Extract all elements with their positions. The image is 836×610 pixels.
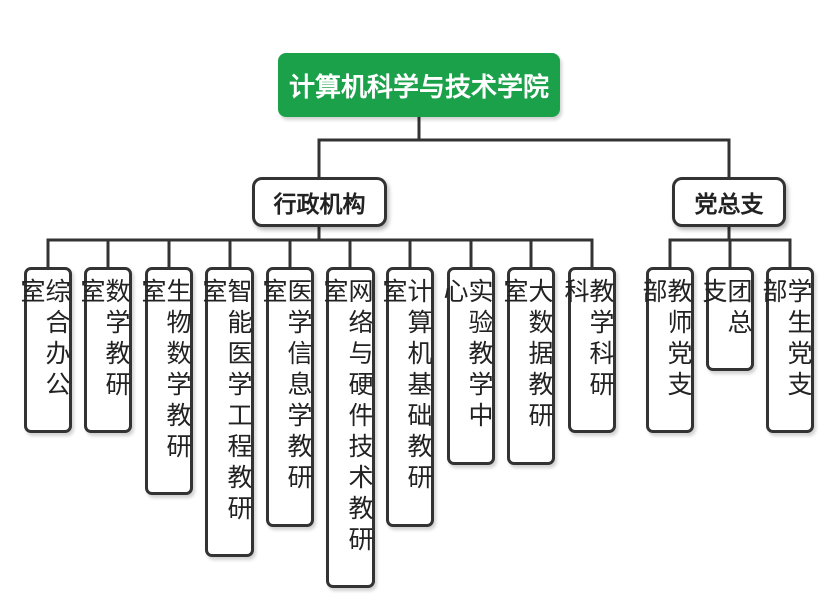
- mathematics-teaching-office-node: 数学教研室: [77, 267, 132, 433]
- biomathematics-teaching-office-label: 生物数学教研室: [138, 278, 192, 464]
- teacher-party-branch-node: 教师党支部: [639, 267, 694, 433]
- general-office-node: 综合办公室: [17, 267, 72, 433]
- big-data-office-label: 大数据教研室: [500, 278, 554, 433]
- teaching-research-section-label: 教学科研科: [561, 278, 615, 402]
- teaching-research-section-node: 教学科研科: [561, 267, 616, 433]
- party-branch-node: 党总支: [672, 177, 786, 227]
- college-title: 计算机科学与技术学院: [288, 72, 549, 103]
- party-children-connector: [668, 226, 792, 270]
- biomathematics-teaching-office-node: 生物数学教研室: [138, 267, 193, 495]
- youth-league-general-branch-node: 团总支: [699, 267, 754, 371]
- student-party-branch-node: 学生党支部: [759, 267, 814, 433]
- teacher-party-branch-label: 教师党支部: [639, 278, 693, 402]
- mathematics-teaching-office-label: 数学教研室: [77, 278, 131, 402]
- intelligent-medical-engineering-office-node: 智能医学工程教研室: [199, 267, 254, 557]
- general-office-label: 综合办公室: [17, 278, 71, 402]
- experimental-teaching-center-node: 实验教学中心: [440, 267, 495, 465]
- administrative-branch-node: 行政机构: [252, 177, 387, 227]
- network-hardware-office-label: 网络与硬件技术教研室: [320, 278, 374, 557]
- network-hardware-office-node: 网络与硬件技术教研室: [320, 267, 375, 588]
- administrative-branch-label: 行政机构: [273, 192, 366, 218]
- computer-foundation-office-node: 计算机基础教研室: [379, 267, 434, 527]
- medical-informatics-office-node: 医学信息学教研室: [259, 267, 314, 527]
- big-data-office-node: 大数据教研室: [500, 267, 555, 465]
- youth-league-general-branch-label: 团总支: [699, 278, 753, 340]
- intelligent-medical-engineering-office-label: 智能医学工程教研室: [199, 278, 253, 526]
- root-to-branches-connector: [317, 115, 731, 180]
- student-party-branch-label: 学生党支部: [759, 278, 813, 402]
- computer-foundation-office-label: 计算机基础教研室: [379, 278, 433, 495]
- administrative-children-connector: [46, 226, 594, 270]
- college-root-node: 计算机科学与技术学院: [278, 53, 560, 117]
- experimental-teaching-center-label: 实验教学中心: [440, 278, 494, 433]
- medical-informatics-office-label: 医学信息学教研室: [259, 278, 313, 495]
- party-branch-label: 党总支: [694, 192, 764, 218]
